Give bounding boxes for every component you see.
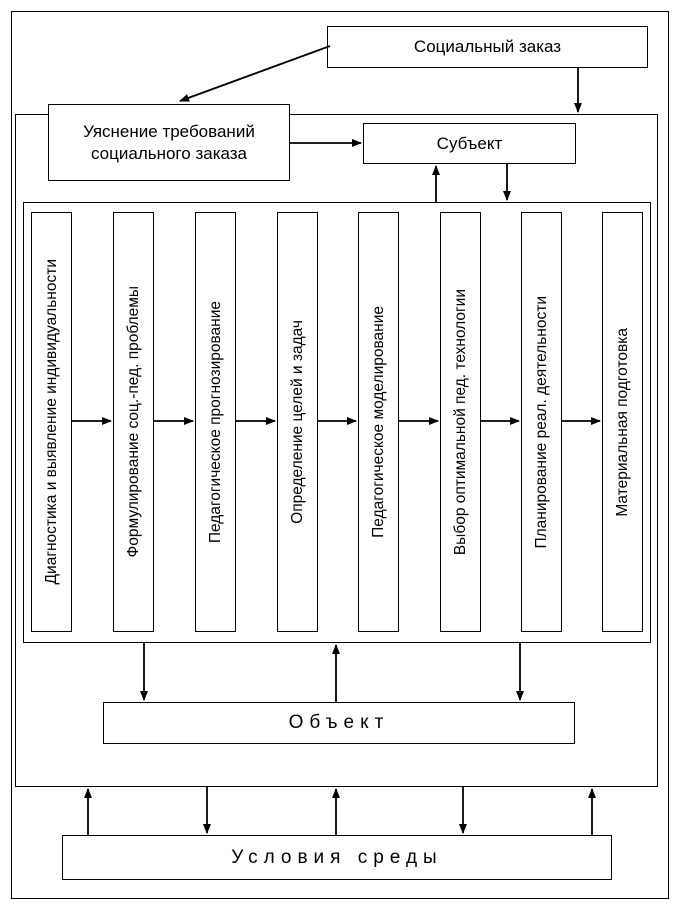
environment-box: Условия среды bbox=[62, 835, 612, 880]
object-label: Объект bbox=[288, 712, 390, 733]
clarification-line-1: Уяснение требований bbox=[83, 121, 255, 141]
stages-frame bbox=[23, 202, 651, 643]
stage-diagnostics: Диагностика и выявление индивидуальности bbox=[31, 212, 72, 632]
stage-label: Педагогическое прогнозирование bbox=[206, 300, 224, 544]
stage-label: Диагностика и выявление индивидуальности bbox=[42, 259, 60, 585]
stage-label: Планирование реал. деятельности bbox=[532, 295, 550, 549]
stage-material-preparation: Материальная подготовка bbox=[602, 212, 643, 632]
stage-label: Определение целей и задач bbox=[288, 320, 306, 524]
outer-frame bbox=[11, 11, 669, 899]
environment-label: Условия среды bbox=[231, 846, 443, 868]
subject-box: Субъект bbox=[363, 123, 576, 164]
stage-technology-choice: Выбор оптимальной пед. технологии bbox=[440, 212, 481, 632]
clarification-box: Уяснение требований социального заказа bbox=[48, 104, 290, 181]
social-order-label: Социальный заказ bbox=[413, 37, 562, 56]
stage-goals: Определение целей и задач bbox=[277, 212, 318, 632]
stage-forecasting: Педагогическое прогнозирование bbox=[195, 212, 236, 632]
subject-label: Субъект bbox=[436, 133, 503, 153]
clarification-line-2: социального заказа bbox=[90, 143, 248, 163]
stage-label: Педагогическое моделирование bbox=[369, 306, 387, 538]
stage-problem-formulation: Формулирование соц.-пед. проблемы bbox=[113, 212, 154, 632]
stage-label: Материальная подготовка bbox=[613, 327, 631, 517]
stage-label: Выбор оптимальной пед. технологии bbox=[451, 288, 469, 556]
object-box: Объект bbox=[103, 702, 575, 744]
social-order-box: Социальный заказ bbox=[327, 26, 648, 68]
stage-planning: Планирование реал. деятельности bbox=[521, 212, 562, 632]
system-frame bbox=[15, 114, 658, 787]
stage-label: Формулирование соц.-пед. проблемы bbox=[124, 286, 142, 558]
stage-modeling: Педагогическое моделирование bbox=[358, 212, 399, 632]
